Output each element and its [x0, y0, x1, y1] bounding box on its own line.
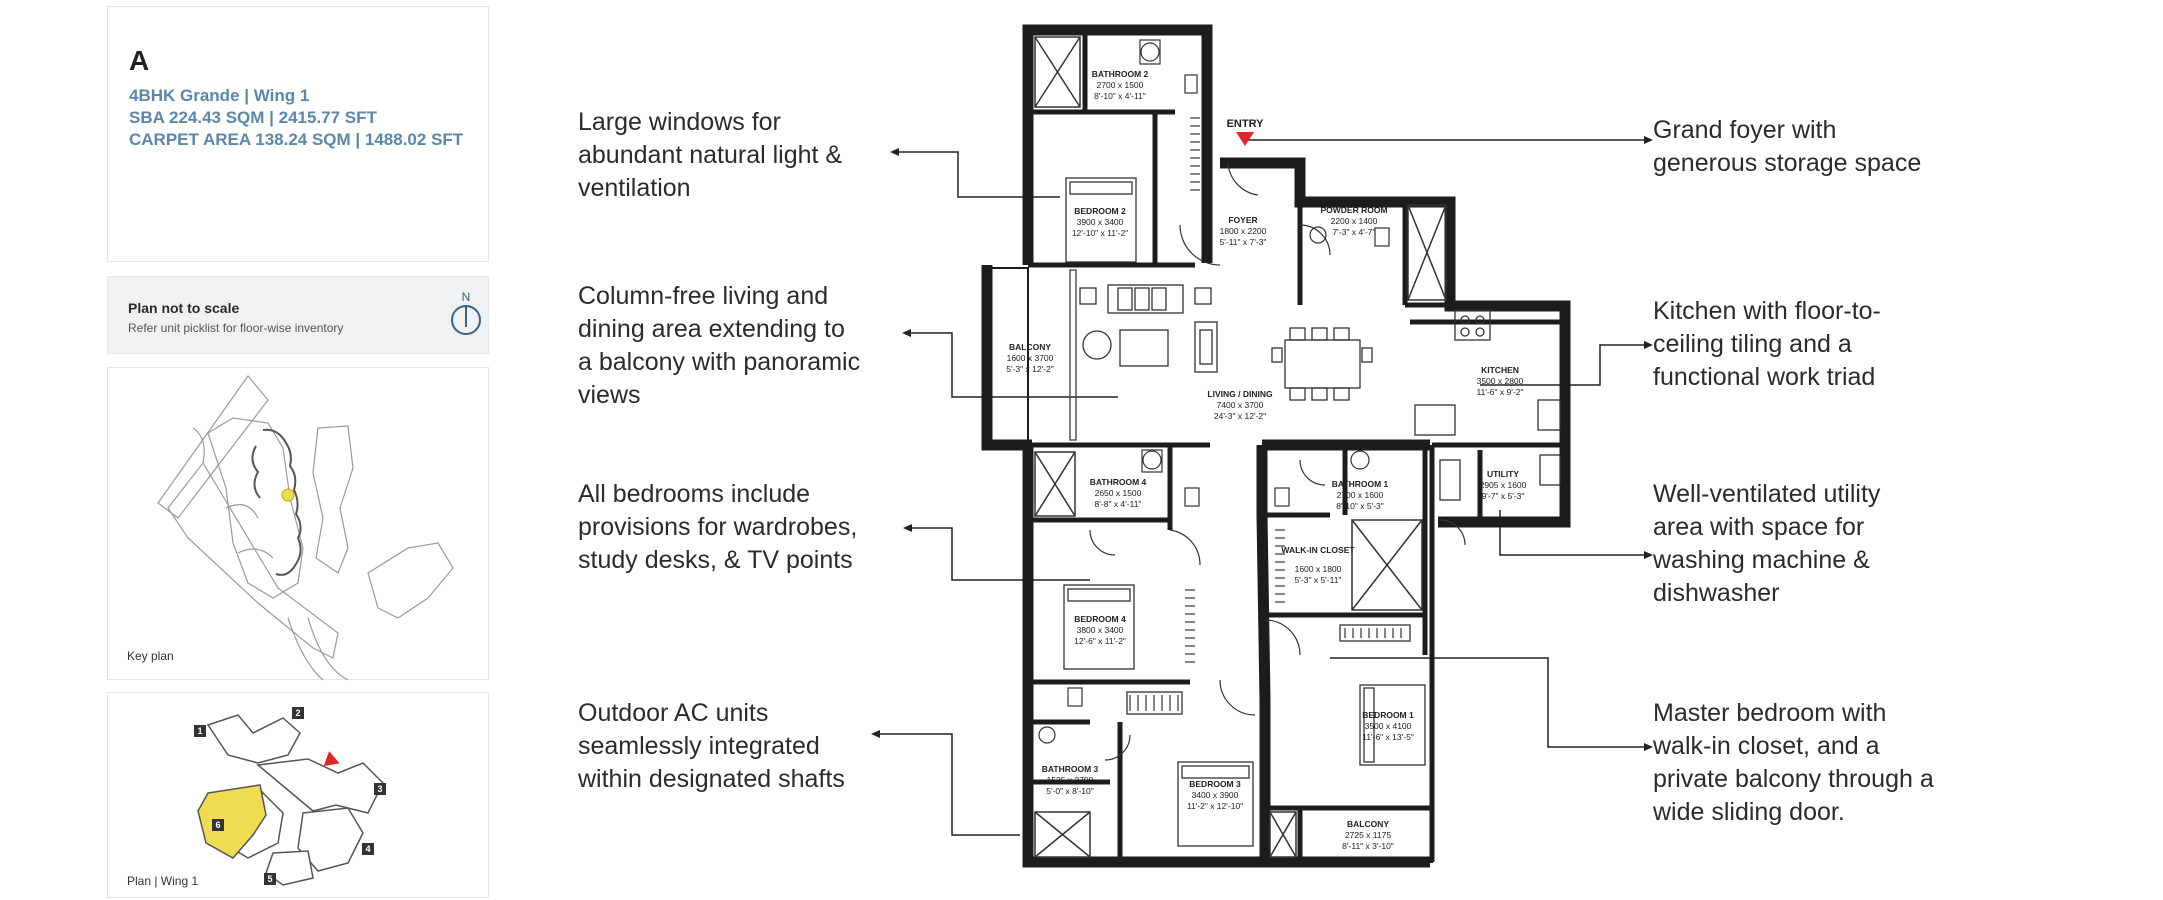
- wardrobe-hatching: [1129, 117, 1402, 711]
- room-name-walk-in-closet: WALK-IN CLOSET: [1281, 545, 1355, 555]
- svg-text:11'-2" x 12'-10": 11'-2" x 12'-10": [1187, 801, 1243, 811]
- svg-text:3500 x 4100: 3500 x 4100: [1365, 721, 1412, 731]
- wing-plan-caption: Plan | Wing 1: [127, 874, 199, 888]
- north-label: N: [462, 290, 471, 304]
- wing-block-label: 3: [377, 784, 382, 794]
- scale-note-title: Plan not to scale: [128, 300, 240, 316]
- unit-letter: A: [129, 45, 150, 76]
- svg-text:8'-8" x 4'-11": 8'-8" x 4'-11": [1095, 499, 1142, 509]
- room-name-foyer: FOYER: [1228, 215, 1257, 225]
- svg-text:2650 x 1500: 2650 x 1500: [1095, 488, 1142, 498]
- svg-text:2700 x 1600: 2700 x 1600: [1337, 490, 1384, 500]
- svg-text:1600 x 3700: 1600 x 3700: [1007, 353, 1054, 363]
- scale-note-card: Plan not to scale Refer unit picklist fo…: [107, 276, 489, 354]
- entry-marker-icon: [323, 751, 340, 767]
- svg-text:2200 x 1400: 2200 x 1400: [1331, 216, 1378, 226]
- north-compass-icon: N: [451, 290, 481, 335]
- svg-text:3800 x 3400: 3800 x 3400: [1077, 625, 1124, 635]
- wing-plan-map: 1 2 3 4 5 6: [194, 707, 386, 886]
- svg-text:8'-10" x 5'-3": 8'-10" x 5'-3": [1336, 501, 1384, 511]
- ac-shafts: [1034, 36, 1447, 858]
- room-name-bathroom-3: BATHROOM 3: [1042, 764, 1099, 774]
- room-name-living-dining: LIVING / DINING: [1207, 389, 1273, 399]
- unit-sba: SBA 224.43 SQM | 2415.77 SFT: [129, 108, 377, 127]
- room-name-balcony-master: BALCONY: [1347, 819, 1389, 829]
- entry-arrow-icon: [1236, 132, 1254, 146]
- svg-text:11'-6" x 13'-5": 11'-6" x 13'-5": [1362, 732, 1414, 742]
- svg-text:5'-3" x 12'-2": 5'-3" x 12'-2": [1006, 364, 1054, 374]
- svg-text:11'-6" x 9'-2": 11'-6" x 9'-2": [1477, 387, 1524, 397]
- wing-block-label: 6: [215, 820, 220, 830]
- svg-text:2700 x 1500: 2700 x 1500: [1097, 80, 1144, 90]
- room-name-balcony-living: BALCONY: [1009, 342, 1051, 352]
- svg-text:24'-3" x 12'-2": 24'-3" x 12'-2": [1214, 411, 1266, 421]
- svg-text:3900 x 3400: 3900 x 3400: [1077, 217, 1124, 227]
- scale-note-subtitle: Refer unit picklist for floor-wise inven…: [128, 321, 344, 335]
- room-name-bathroom-4: BATHROOM 4: [1090, 477, 1147, 487]
- room-name-powder-room: POWDER ROOM: [1320, 205, 1387, 215]
- svg-text:2905 x 1600: 2905 x 1600: [1480, 480, 1527, 490]
- plan-sanitary: [1038, 39, 1390, 744]
- wing-block-label: 5: [267, 874, 272, 884]
- svg-text:8'-11" x 3'-10": 8'-11" x 3'-10": [1342, 841, 1394, 851]
- door-swings: [1089, 162, 1466, 761]
- plan-furniture: [1063, 177, 1561, 847]
- svg-text:1525 x 2700: 1525 x 2700: [1047, 775, 1094, 785]
- unit-type: 4BHK Grande | Wing 1: [129, 86, 310, 105]
- unit-info-card: A 4BHK Grande | Wing 1 SBA 224.43 SQM | …: [107, 6, 489, 262]
- svg-text:12'-6" x 11'-2": 12'-6" x 11'-2": [1074, 636, 1126, 646]
- svg-text:5'-0" x 8'-10": 5'-0" x 8'-10": [1046, 786, 1094, 796]
- feature-kitchen: Kitchen with floor-to-ceiling tiling and…: [1653, 297, 1881, 391]
- room-name-utility: UTILITY: [1487, 469, 1519, 479]
- room-name-kitchen: KITCHEN: [1481, 365, 1519, 375]
- room-name-bedroom-1: BEDROOM 1: [1362, 710, 1414, 720]
- room-name-bedroom-4: BEDROOM 4: [1074, 614, 1126, 624]
- svg-text:3400 x 3900: 3400 x 3900: [1192, 790, 1239, 800]
- svg-text:2725 x 1175: 2725 x 1175: [1345, 830, 1391, 840]
- svg-text:1800 x 2200: 1800 x 2200: [1220, 226, 1267, 236]
- entry-label: ENTRY: [1227, 118, 1265, 130]
- unit-carpet-area: CARPET AREA 138.24 SQM | 1488.02 SFT: [129, 130, 464, 149]
- key-plan-highlight: [281, 488, 295, 502]
- svg-text:7400 x 3700: 7400 x 3700: [1217, 400, 1264, 410]
- svg-text:9'-7" x 5'-3": 9'-7" x 5'-3": [1482, 491, 1525, 501]
- svg-text:7'-3" x 4'-7": 7'-3" x 4'-7": [1333, 227, 1376, 237]
- svg-text:5'-3" x 5'-11": 5'-3" x 5'-11": [1295, 575, 1342, 585]
- room-labels: BATHROOM 2 2700 x 1500 8'-10" x 4'-11" B…: [1006, 69, 1526, 851]
- wing-highlight: [197, 784, 267, 859]
- room-name-bedroom-2: BEDROOM 2: [1074, 206, 1126, 216]
- wing-block-label: 2: [295, 708, 300, 718]
- wing-block-label: 4: [365, 844, 370, 854]
- wing-block-label: 1: [197, 726, 202, 736]
- room-name-bathroom-1: BATHROOM 1: [1332, 479, 1389, 489]
- svg-text:8'-10" x 4'-11": 8'-10" x 4'-11": [1094, 91, 1146, 101]
- svg-text:5'-11" x 7'-3": 5'-11" x 7'-3": [1220, 237, 1267, 247]
- room-name-bedroom-3: BEDROOM 3: [1189, 779, 1241, 789]
- svg-text:3500 x 2800: 3500 x 2800: [1477, 376, 1524, 386]
- key-plan-card: Key plan: [107, 367, 489, 681]
- room-name-bathroom-2: BATHROOM 2: [1092, 69, 1149, 79]
- svg-text:1600 x 1800: 1600 x 1800: [1295, 564, 1342, 574]
- key-plan-map: [157, 375, 454, 681]
- plan-interior-walls: [1028, 30, 1565, 862]
- wing-plan-card: 1 2 3 4 5 6 Plan | Wing 1: [107, 692, 489, 898]
- key-plan-caption: Key plan: [127, 649, 174, 663]
- svg-text:12'-10" x 11'-2": 12'-10" x 11'-2": [1072, 228, 1128, 238]
